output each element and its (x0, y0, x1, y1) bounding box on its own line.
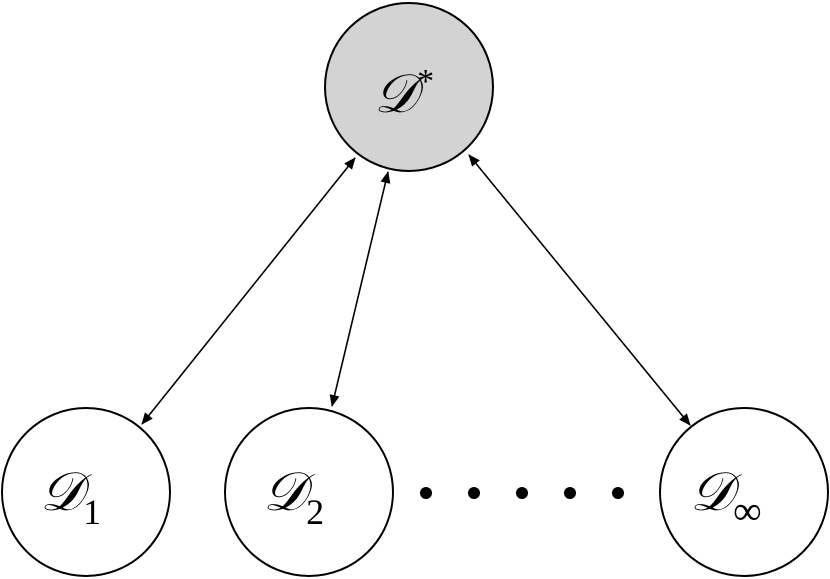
center-node: 𝒟* (324, 2, 494, 172)
leaf-node-infinity-subscript: ∞ (733, 488, 762, 533)
ellipsis-dot (564, 487, 576, 499)
ellipsis-dot (468, 487, 480, 499)
leaf-node-infinity-circle (659, 407, 829, 577)
leaf-node-infinity-label: 𝒟∞ (690, 460, 762, 533)
leaf-node-1-subscript: 1 (83, 492, 101, 532)
center-node-superscript: * (417, 63, 434, 100)
ellipsis (420, 487, 624, 499)
ellipsis-dot (516, 487, 528, 499)
ellipsis-dot (420, 487, 432, 499)
leaf-node-2-circle (224, 407, 394, 577)
ellipsis-dot (612, 487, 624, 499)
leaf-node-2-subscript: 2 (306, 492, 324, 532)
leaf-node-1-circle (1, 407, 171, 577)
center-node-circle (324, 2, 494, 172)
leaf-node-2: 𝒟2 (224, 407, 394, 577)
edge-center-to-d2 (329, 171, 391, 407)
edge-center-to-d1 (141, 157, 356, 425)
leaf-node-infinity: 𝒟∞ (659, 407, 829, 577)
leaf-node-1: 𝒟1 (1, 407, 171, 577)
edge-center-to-dinf (468, 154, 691, 426)
